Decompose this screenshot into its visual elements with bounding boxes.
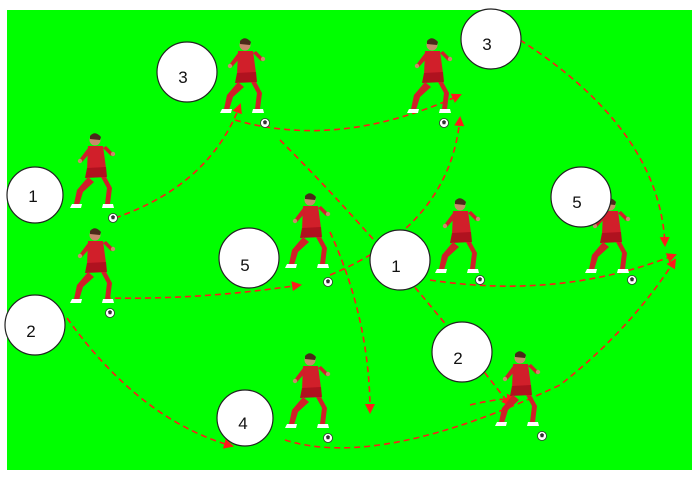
pass-line (114, 103, 242, 219)
marker-circle: 2 (4, 294, 66, 356)
marker-circle: 3 (156, 41, 218, 103)
pass-line (284, 258, 677, 449)
marker-label: 3 (178, 68, 187, 87)
pass-line (104, 281, 302, 300)
marker-label: 1 (28, 187, 37, 206)
pitch-field (7, 10, 692, 470)
pass-line (66, 317, 234, 449)
marker-label: 2 (453, 349, 462, 368)
pass-line (329, 231, 375, 414)
marker-circle: 1 (6, 166, 64, 224)
marker-circle: 3 (460, 8, 522, 70)
pass-line (429, 253, 677, 287)
marker-circle: 4 (216, 389, 274, 447)
marker-label: 5 (240, 256, 249, 275)
marker-label: 2 (26, 322, 35, 341)
pass-line (329, 116, 465, 276)
pass-line (519, 39, 670, 247)
marker-label: 1 (391, 257, 400, 276)
marker-circle: 2 (431, 321, 493, 383)
marker-circle: 1 (369, 229, 431, 291)
marker-circle: 5 (550, 166, 612, 228)
marker-label: 5 (572, 193, 581, 212)
marker-label: 4 (238, 414, 247, 433)
marker-label: 3 (482, 35, 491, 54)
position-markers: 3 3 1 5 5 1 2 2 (4, 8, 612, 447)
marker-circle: 5 (218, 227, 280, 289)
